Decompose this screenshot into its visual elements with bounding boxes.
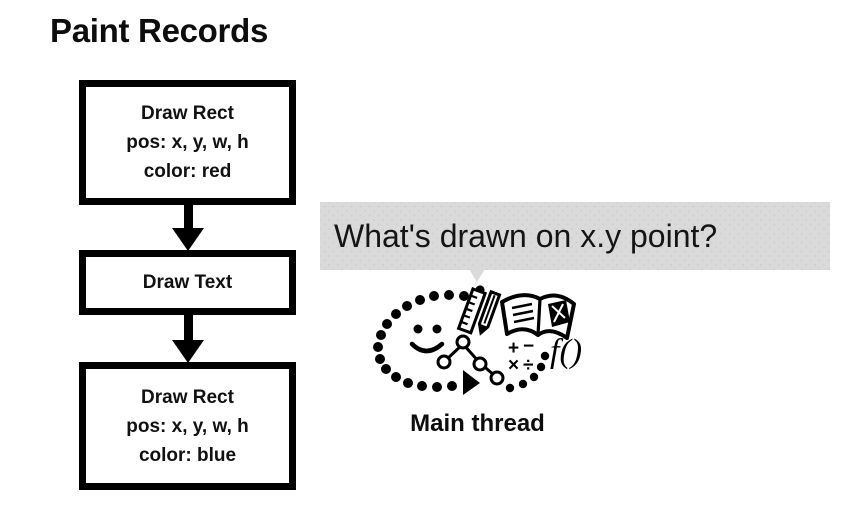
math-operators-icon: + − × ÷ <box>508 336 534 376</box>
record-line: Draw Rect <box>141 103 234 124</box>
svg-text:−: − <box>523 336 534 357</box>
svg-text:×: × <box>508 355 519 376</box>
main-thread-label: Main thread <box>410 410 545 437</box>
paint-record-box-draw-text: Draw Text <box>79 250 296 315</box>
dotted-head-outline-icon <box>373 285 550 393</box>
arrow-head <box>172 228 204 251</box>
arrow-text-to-rect-icon <box>172 314 204 363</box>
speech-bubble-tail-icon <box>469 269 485 282</box>
ruler-icon <box>456 287 488 335</box>
question-speech-bubble: What's drawn on x.y point? <box>320 202 830 270</box>
record-line: Draw Rect <box>141 386 234 408</box>
svg-text:÷: ÷ <box>523 355 533 376</box>
record-line: Draw Text <box>142 272 233 293</box>
paint-record-box-draw-rect-blue: Draw Rect pos: x, y, w, h color: blue <box>79 362 296 490</box>
page-title: Paint Records <box>50 12 268 49</box>
chevron-arrow-icon <box>463 370 480 395</box>
paint-record-box-draw-rect-red: Draw Rect pos: x, y, w, h color: red <box>79 80 296 205</box>
open-book-icon <box>500 293 576 340</box>
arrow-shaft <box>184 204 193 230</box>
pencil-icon <box>477 289 502 336</box>
question-text: What's drawn on x.y point? <box>334 218 718 254</box>
node-tree-icon <box>436 334 505 386</box>
function-notation-icon: f() <box>550 333 582 370</box>
svg-text:+: + <box>508 338 519 359</box>
record-line: pos: x, y, w, h <box>126 132 249 153</box>
arrow-head <box>172 340 204 363</box>
svg-text:f(): f() <box>550 333 582 370</box>
record-line: pos: x, y, w, h <box>126 415 249 437</box>
smiley-face-icon <box>409 324 445 354</box>
main-thread-thinker-illustration: + − × ÷ f() <box>360 282 595 397</box>
arrow-shaft <box>184 314 193 342</box>
record-line: color: blue <box>138 444 237 466</box>
record-line: color: red <box>143 161 232 182</box>
arrow-rect-to-text-icon <box>172 204 204 251</box>
